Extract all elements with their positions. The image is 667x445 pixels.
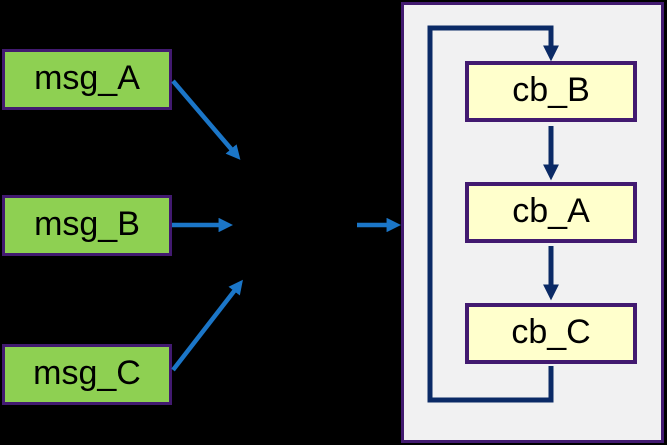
msg-b-label: msg_B	[34, 204, 140, 243]
msg-a-box: msg_A	[2, 49, 172, 110]
arrow-msg-a-to-hub	[171, 79, 241, 160]
msg-c-box: msg_C	[2, 344, 172, 405]
msg-b-box: msg_B	[2, 195, 172, 256]
msg-a-label: msg_A	[34, 58, 140, 97]
cb-c-label: cb_C	[511, 312, 591, 351]
cb-a-box: cb_A	[465, 182, 637, 243]
msg-c-label: msg_C	[33, 353, 141, 392]
cb-b-label: cb_B	[512, 70, 590, 109]
cb-a-label: cb_A	[512, 191, 590, 230]
cb-b-box: cb_B	[465, 61, 637, 122]
cb-c-box: cb_C	[465, 303, 637, 364]
arrow-msg-c-to-hub	[171, 279, 243, 372]
